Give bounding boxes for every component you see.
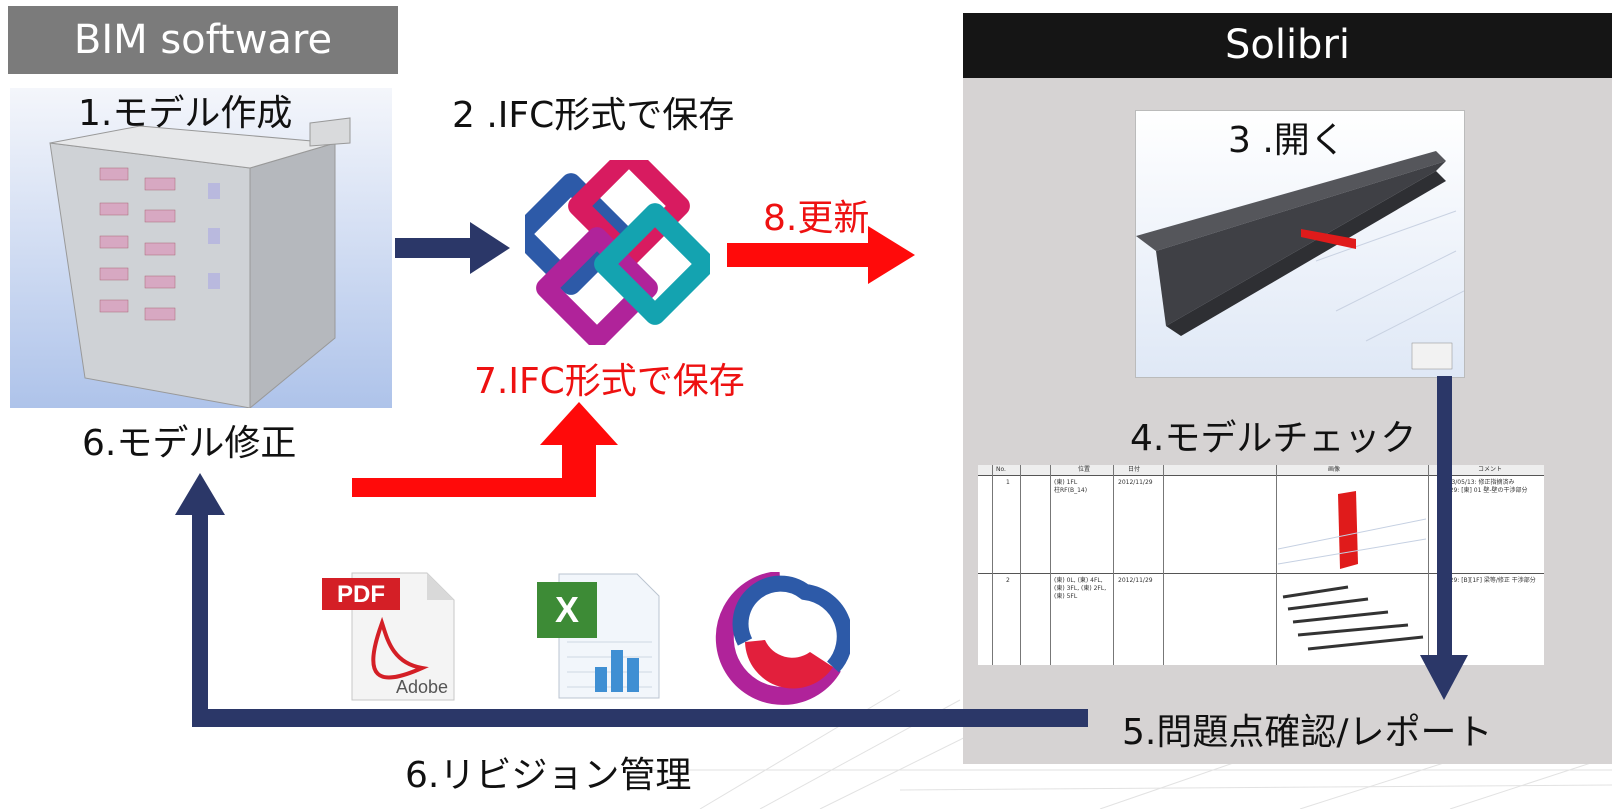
step-model-check: 4.モデルチェック [1130,418,1417,459]
step-create-model: 1.モデル作成 [78,93,293,134]
row-number: 1 [1006,479,1010,486]
arrow-to-ifc [395,222,510,274]
arrow-to-report [1420,376,1468,700]
step-update: 8.更新 [763,198,870,239]
row-date: 2012/11/29 [1118,577,1153,584]
step-revision-management: 6.リビジョン管理 [405,755,692,796]
step-open: 3 .開く [1228,120,1346,161]
arrow-update [727,226,915,284]
pdf-icon: PDF Adobe [322,572,455,701]
report-col-location: 位置 [1078,466,1091,473]
arrow-save-again [352,402,618,497]
bim-software-header: BIM software [8,6,398,74]
pdf-brand-text: Adobe [396,677,448,697]
building-model-image [10,88,392,410]
report-col-image: 画像 [1328,466,1341,473]
bcf-logo-icon [715,572,850,705]
step-save-ifc: 2 .IFC形式で保存 [452,95,735,136]
step-save-ifc-again: 7.IFC形式で保存 [474,361,745,402]
svg-text:X: X [555,589,579,630]
pdf-badge-text: PDF [337,581,385,608]
row-location: (東) 0L, (東) 4FL, (東) 3FL, (東) 2FL, (東) 5… [1054,577,1107,600]
step-fix-model: 6.モデル修正 [82,423,297,464]
solibri-header: Solibri [963,13,1612,78]
report-image-wall [1278,491,1426,569]
ifc-logo-icon [525,160,710,345]
report-col-no: No. [996,466,1006,473]
report-header-row: No. 位置 日付 画像 コメント [978,465,1544,476]
step-review-report: 5.問題点確認/レポート [1122,712,1493,753]
beam-model-image [1135,110,1465,378]
row-number: 2 [1006,577,1010,584]
report-image-beams [1282,585,1424,651]
row-date: 2012/11/29 [1118,479,1153,486]
report-col-comment: コメント [1478,466,1503,473]
report-col-date: 日付 [1128,466,1141,473]
excel-icon: X [537,573,660,699]
row-location: (東) 1FL 柱RF(B_14) [1054,479,1088,494]
